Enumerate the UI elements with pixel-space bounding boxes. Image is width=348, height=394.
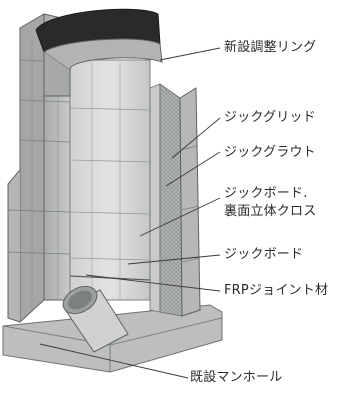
new-adjustment-ring — [35, 8, 163, 97]
label-new-adjustment-ring: 新設調整リング — [224, 40, 317, 55]
label-jig-board-cross-line1: ジックボード. — [224, 186, 308, 201]
label-jig-board: ジックボード — [224, 247, 304, 262]
leader-adjust-ring — [159, 47, 221, 61]
inner-wall — [69, 59, 151, 301]
leader-jig-board-cross — [139, 197, 221, 237]
leader-frp-joint — [85, 274, 221, 292]
label-frp-joint: FRPジョイント材 — [224, 283, 329, 298]
leader-jig-grid — [171, 117, 221, 159]
label-jig-board-cross-line2: 裏面立体クロス — [224, 204, 317, 219]
label-jig-grid: ジックグリッド — [224, 110, 316, 125]
outer-shell — [7, 13, 71, 324]
jig-board-layer — [149, 83, 161, 313]
leader-existing-manhole — [39, 343, 189, 379]
leader-lines — [39, 47, 221, 379]
inlet-pipe — [62, 285, 129, 353]
right-shell — [179, 87, 201, 317]
jig-grid-layer — [159, 83, 183, 317]
label-existing-manhole: 既設マンホール — [190, 370, 283, 385]
leader-jig-grout — [165, 151, 221, 187]
label-jig-grout: ジックグラウト — [224, 145, 316, 160]
leader-jig-board — [127, 254, 221, 265]
